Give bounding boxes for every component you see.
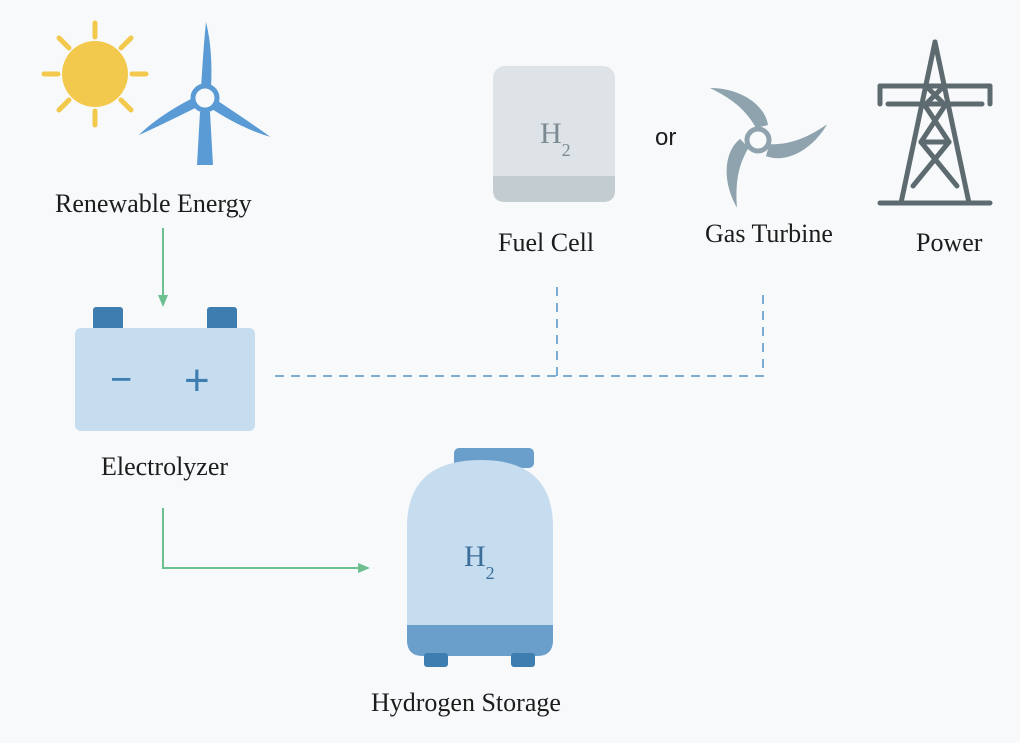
fuel-cell-h2-label: H2 (540, 117, 571, 160)
label-hydrogen-storage: Hydrogen Storage (371, 688, 561, 717)
tank-h-text: H (464, 540, 486, 573)
hydrogen-tank-icon (407, 448, 553, 667)
power-tower-icon (877, 39, 993, 206)
minus-symbol: − (110, 359, 133, 401)
label-electrolyzer: Electrolyzer (101, 452, 229, 481)
label-fuel-cell: Fuel Cell (498, 228, 595, 257)
arrow-electrolyzer-to-storage (162, 508, 370, 573)
tank-h2-label: H2 (464, 540, 495, 583)
fuel-cell-h-text: H (540, 117, 562, 150)
fuel-cell-icon (493, 66, 615, 202)
label-gas-turbine: Gas Turbine (705, 219, 833, 248)
wind-turbine-icon (138, 22, 271, 165)
tank-sub-text: 2 (485, 563, 495, 583)
plus-symbol: + (184, 356, 210, 405)
fuel-cell-sub-text: 2 (561, 140, 571, 160)
sun-icon (41, 20, 149, 128)
gas-turbine-icon (710, 88, 828, 208)
label-or: or (655, 124, 677, 151)
label-power: Power (916, 228, 983, 257)
dashed-link-lines (275, 282, 764, 377)
label-renewable-energy: Renewable Energy (55, 189, 252, 218)
battery-icon (75, 307, 255, 431)
